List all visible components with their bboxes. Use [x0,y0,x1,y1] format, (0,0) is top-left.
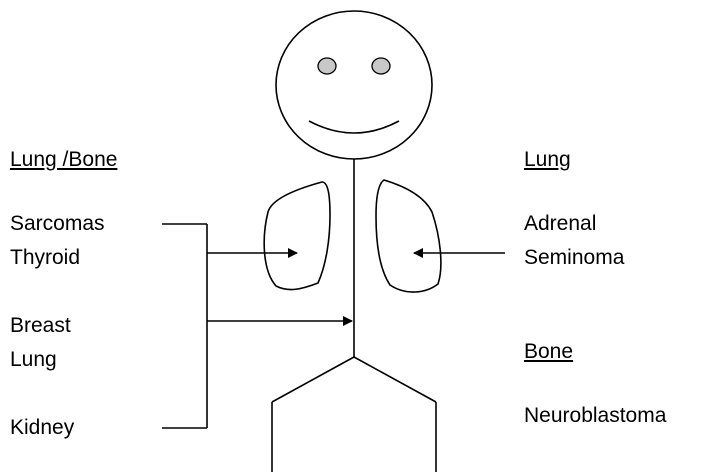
left-label-lung: Lung [10,348,57,372]
left-lung [264,182,330,290]
right-heading-lung: Lung [524,148,571,172]
right-label-adrenal: Adrenal [524,212,596,236]
smile [309,121,399,133]
left-label-breast: Breast [10,314,71,338]
left-eye [318,58,336,74]
left-label-sarcomas: Sarcomas [10,212,105,236]
left-label-thyroid: Thyroid [10,246,80,270]
stick-figure-head [276,11,432,159]
right-heading-bone: Bone [524,340,573,364]
right-shoulder-line [354,357,436,402]
right-lung [376,180,441,292]
right-eye [372,58,390,74]
right-label-seminoma: Seminoma [524,246,624,270]
left-bracket [162,224,207,428]
left-shoulder-line [272,357,354,402]
left-label-kidney: Kidney [10,416,74,440]
stick-figure-body [272,357,436,472]
left-heading-lung-bone: Lung /Bone [10,148,117,172]
right-label-neuroblastoma: Neuroblastoma [524,404,666,428]
head-outline [276,11,432,159]
